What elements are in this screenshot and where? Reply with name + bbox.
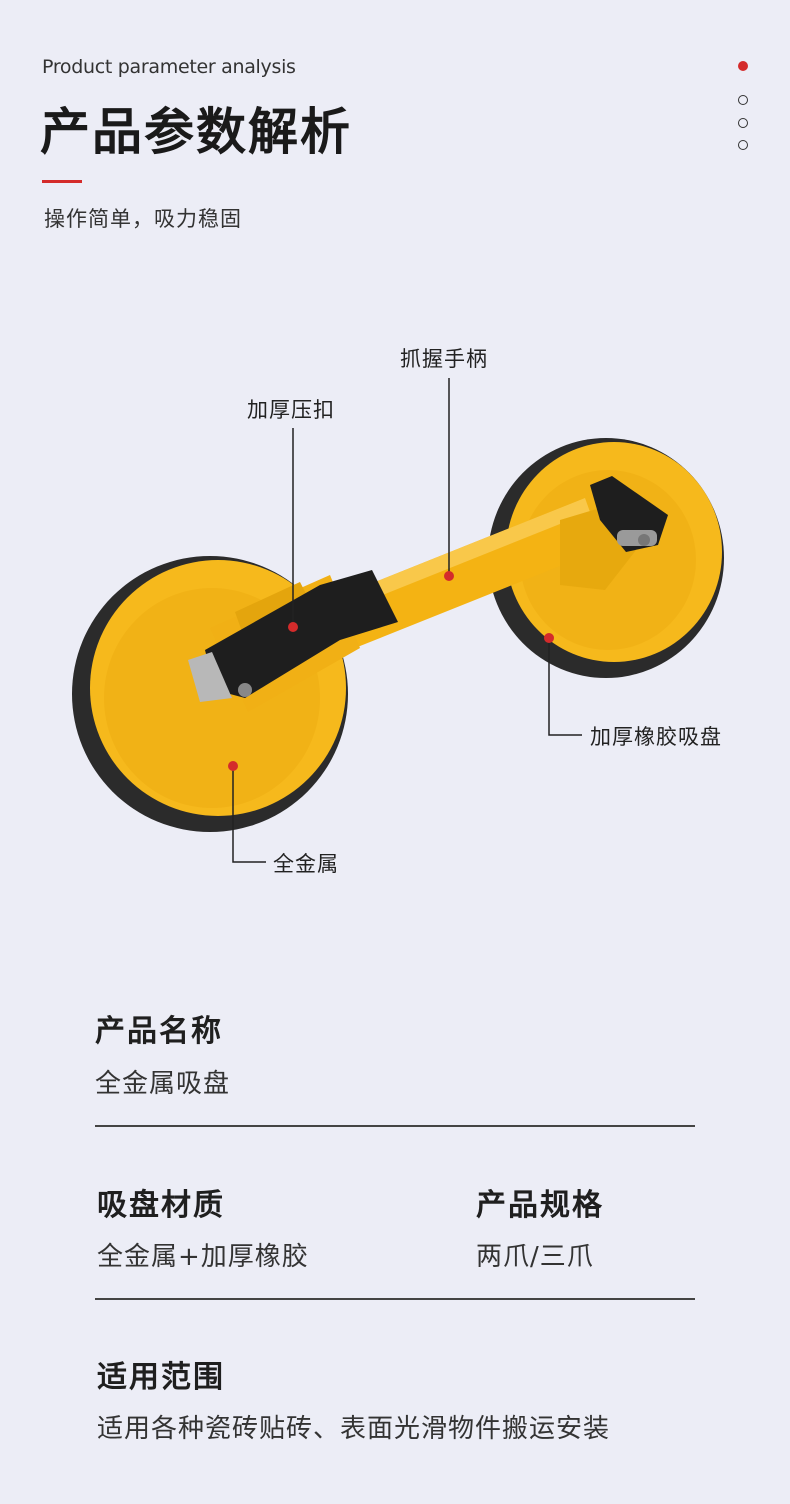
spec-material-label: 吸盘材质 <box>97 1188 225 1223</box>
callout-thick-rubber-cup: 加厚橡胶吸盘 <box>590 725 722 749</box>
pager-dot-4[interactable] <box>738 140 748 150</box>
divider-1 <box>95 1125 695 1127</box>
title-accent-rule <box>42 180 82 183</box>
leader-thick-buckle <box>288 428 298 632</box>
subtitle-english: Product parameter analysis <box>42 56 296 78</box>
spec-scope-label: 适用范围 <box>97 1360 225 1395</box>
callout-thick-buckle: 加厚压扣 <box>247 398 335 422</box>
spec-material-value: 全金属+加厚橡胶 <box>97 1242 309 1272</box>
spec-name-label: 产品名称 <box>95 1014 223 1049</box>
pager-dot-1[interactable] <box>738 61 748 71</box>
spec-spec-label: 产品规格 <box>476 1188 604 1223</box>
tagline: 操作简单，吸力稳固 <box>44 207 242 231</box>
callout-all-metal: 全金属 <box>273 852 339 876</box>
pager-dot-3[interactable] <box>738 118 748 128</box>
spec-scope-value: 适用各种瓷砖贴砖、表面光滑物件搬运安装 <box>97 1414 611 1444</box>
page-title: 产品参数解析 <box>40 103 352 161</box>
callout-grip-handle: 抓握手柄 <box>400 347 488 371</box>
spec-spec-value: 两爪/三爪 <box>476 1242 594 1272</box>
leader-grip-handle <box>444 378 454 581</box>
suction-cup-illustration <box>72 378 724 863</box>
pager-dot-2[interactable] <box>738 95 748 105</box>
divider-2 <box>95 1298 695 1300</box>
spec-name-value: 全金属吸盘 <box>95 1069 231 1099</box>
left-buckle <box>188 570 398 702</box>
leader-all-metal <box>228 761 266 863</box>
right-buckle <box>590 476 668 552</box>
leader-rubber-cup <box>544 633 582 736</box>
